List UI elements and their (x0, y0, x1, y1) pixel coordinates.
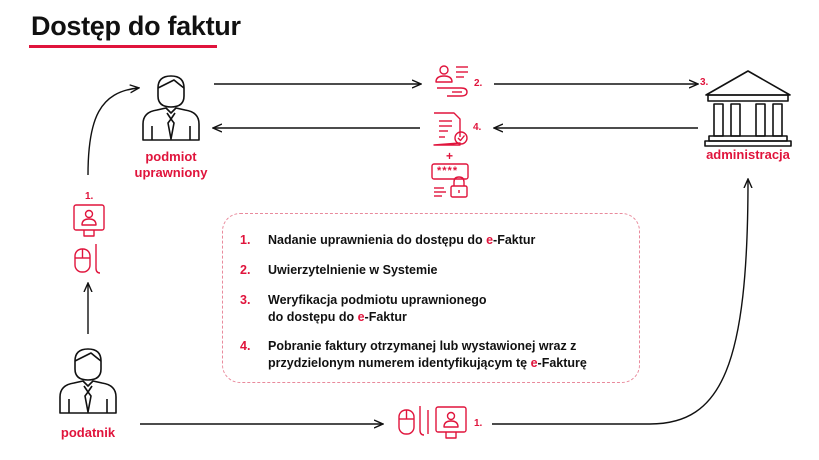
e-accent: e (486, 233, 494, 247)
legend-text-line: Weryfikacja podmiotu uprawnionego (268, 293, 487, 307)
monitor-user-icon (435, 406, 467, 439)
actor-label-podmiot: podmiot uprawniony (120, 149, 222, 181)
step-marker: 1. (85, 191, 94, 202)
legend-number: 4. (240, 339, 251, 353)
legend-text: Uwierzytelnienie w Systemie (268, 263, 438, 277)
legend-text-line: do dostępu do e-Faktur (268, 309, 487, 326)
monitor-user-icon (73, 204, 105, 237)
legend-box (222, 213, 640, 383)
step-marker: 4. (473, 122, 482, 133)
legend-text-part: Nadanie uprawnienia do dostępu do (268, 233, 487, 247)
arrow-curve-to-podmiot (87, 88, 138, 176)
actor-label-administracja: administracja (706, 147, 790, 162)
legend-number: 1. (240, 233, 251, 247)
arrow-curve-to-admin (492, 180, 748, 425)
person-icon (142, 75, 200, 141)
invoice-check-icon (433, 112, 468, 146)
actor-label-podatnik: podatnik (60, 425, 116, 440)
person-icon (59, 348, 117, 414)
password-mask: **** (437, 165, 459, 177)
step-marker: 3. (700, 77, 709, 88)
legend-text-part: -Fakturę (537, 356, 587, 370)
actor-label-line: podmiot (145, 149, 197, 164)
step-marker: 1. (474, 418, 483, 429)
legend-text: Pobranie faktury otrzymanej lub wystawio… (268, 338, 587, 372)
e-accent: e (357, 310, 365, 324)
legend-text: Nadanie uprawnienia do dostępu do e-Fakt… (268, 232, 535, 249)
plus-sign: + (446, 149, 454, 163)
page-title: Dostęp do faktur (31, 11, 241, 41)
legend-text-line: Pobranie faktury otrzymanej lub wystawio… (268, 339, 577, 353)
legend-text-part: przydzielonym numerem identyfikującym tę (268, 356, 531, 370)
authentication-icon (435, 65, 468, 97)
password-lock-icon (431, 163, 469, 198)
legend-text: Weryfikacja podmiotu uprawnionego do dos… (268, 292, 487, 326)
legend-number: 3. (240, 293, 251, 307)
legend-text-part: do dostępu do (268, 310, 358, 324)
mouse-icon (74, 244, 101, 274)
legend-text-part: -Faktur (364, 310, 407, 324)
e-accent: e (530, 356, 538, 370)
actor-label-line: uprawniony (134, 165, 208, 180)
mouse-icon (398, 406, 429, 436)
government-building-icon (704, 70, 792, 147)
legend-text-line: przydzielonym numerem identyfikującym tę… (268, 355, 587, 372)
title-underline (29, 45, 217, 48)
step-marker: 2. (474, 78, 483, 89)
legend-text-part: -Faktur (493, 233, 536, 247)
legend-number: 2. (240, 263, 251, 277)
